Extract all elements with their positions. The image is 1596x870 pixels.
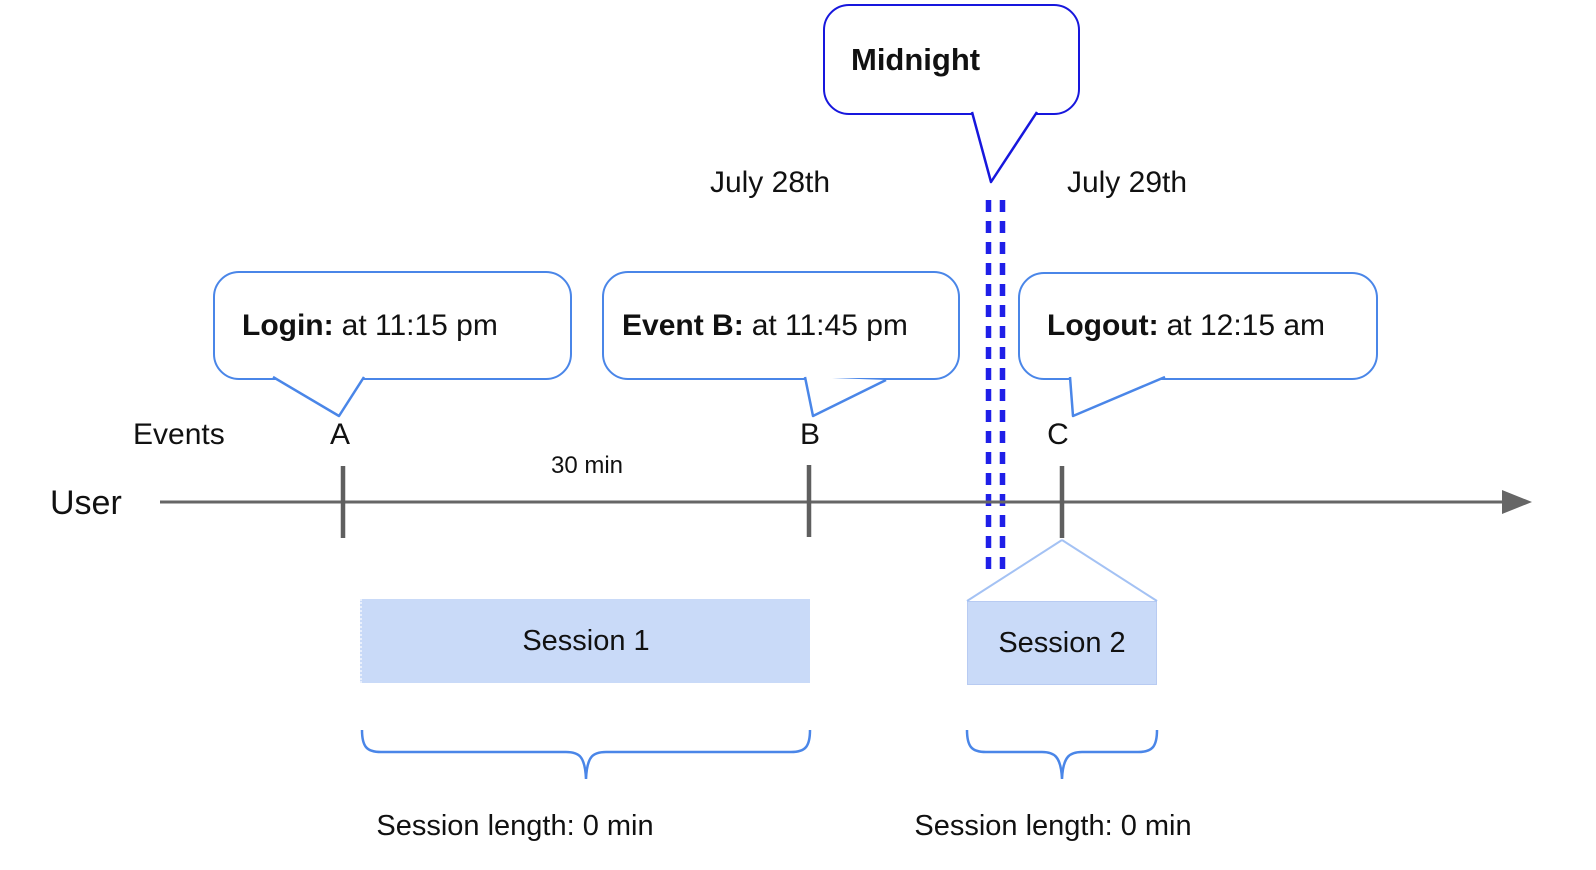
session-1-length-label: Session length: 0 min [376,810,654,842]
event-b-callout: Event B: at 11:45 pm [602,271,960,380]
midnight-divider-dashes [985,200,1006,578]
session-2-label: Session 2 [998,626,1126,659]
logout-callout-time: at 12:15 am [1166,309,1326,342]
session-2-connector [966,539,1158,602]
timeline-arrowhead [1502,490,1532,514]
login-callout-title: Login: [242,308,334,342]
session-2-length-label: Session length: 0 min [914,810,1192,842]
timeline-axis [160,465,1532,538]
login-callout-time: at 11:15 pm [341,308,498,342]
session-1-brace [360,729,812,780]
midnight-callout-label: Midnight [851,41,981,77]
login-callout-tail [272,375,366,418]
date-label-july-29: July 29th [1066,166,1188,199]
event-b-callout-tail [803,376,887,418]
event-b-callout-time: at 11:45 pm [751,308,908,342]
event-marker-b: B [799,418,820,451]
session-1-box: Session 1 [360,599,810,683]
session-2-box: Session 2 [967,601,1157,685]
event-b-callout-title: Event B: [622,308,744,342]
session-2-brace [965,729,1159,780]
session-1-label: Session 1 [522,624,650,657]
date-label-july-28: July 28th [709,166,831,199]
event-marker-a: A [329,418,350,451]
events-row-label: Events [133,418,225,451]
user-row-label: User [50,484,122,522]
event-marker-c: C [1047,418,1069,451]
interval-30min-label: 30 min [550,452,624,479]
logout-callout: Logout: at 12:15 am [1018,272,1378,380]
midnight-callout: Midnight [823,4,1080,115]
logout-callout-title: Logout: [1047,309,1159,342]
logout-callout-tail [1068,375,1166,418]
login-callout: Login: at 11:15 pm [213,271,572,380]
